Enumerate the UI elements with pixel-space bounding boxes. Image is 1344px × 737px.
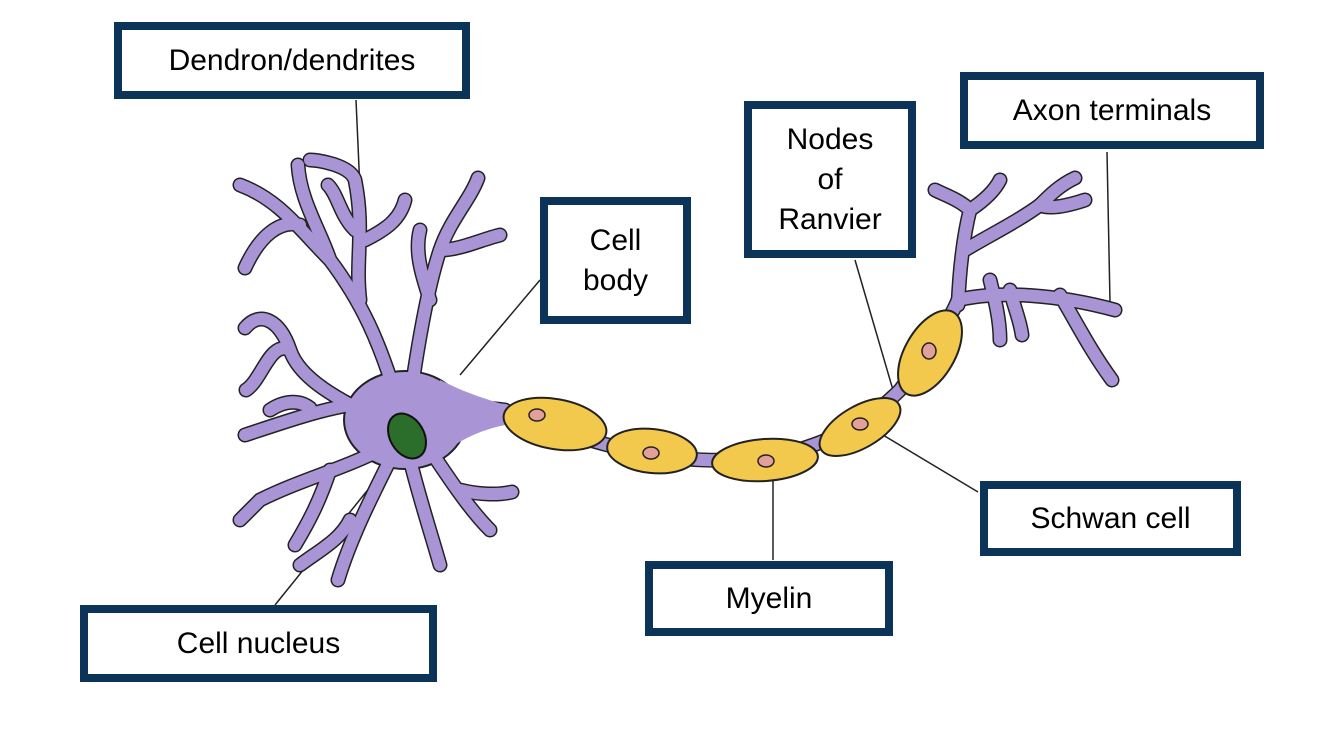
leader-line-schwan <box>867 425 979 493</box>
label-dendrites: Dendron/dendrites <box>114 22 470 99</box>
label-nodes-of-ranvier: Nodes of Ranvier <box>744 101 916 258</box>
myelin-sheaths <box>502 309 963 483</box>
schwann-nucleus <box>528 408 546 422</box>
neuron-body <box>240 160 1115 580</box>
schwann-nucleus <box>921 342 937 360</box>
schwann-nucleus <box>642 446 660 460</box>
leader-line-nodes <box>854 259 894 391</box>
leader-line-axon-terminals <box>1106 151 1111 303</box>
schwann-nucleus <box>851 417 869 431</box>
label-myelin: Myelin <box>645 561 893 636</box>
label-cell-body: Cell body <box>540 197 691 324</box>
label-schwan-cell: Schwan cell <box>980 481 1241 556</box>
schwann-cell <box>502 396 608 452</box>
schwann-nucleus <box>757 454 775 468</box>
label-cell-nucleus: Cell nucleus <box>80 605 437 682</box>
cell-nucleus <box>387 412 427 460</box>
leader-line-cell-body <box>459 279 541 376</box>
label-axon-terminals: Axon terminals <box>960 72 1264 149</box>
